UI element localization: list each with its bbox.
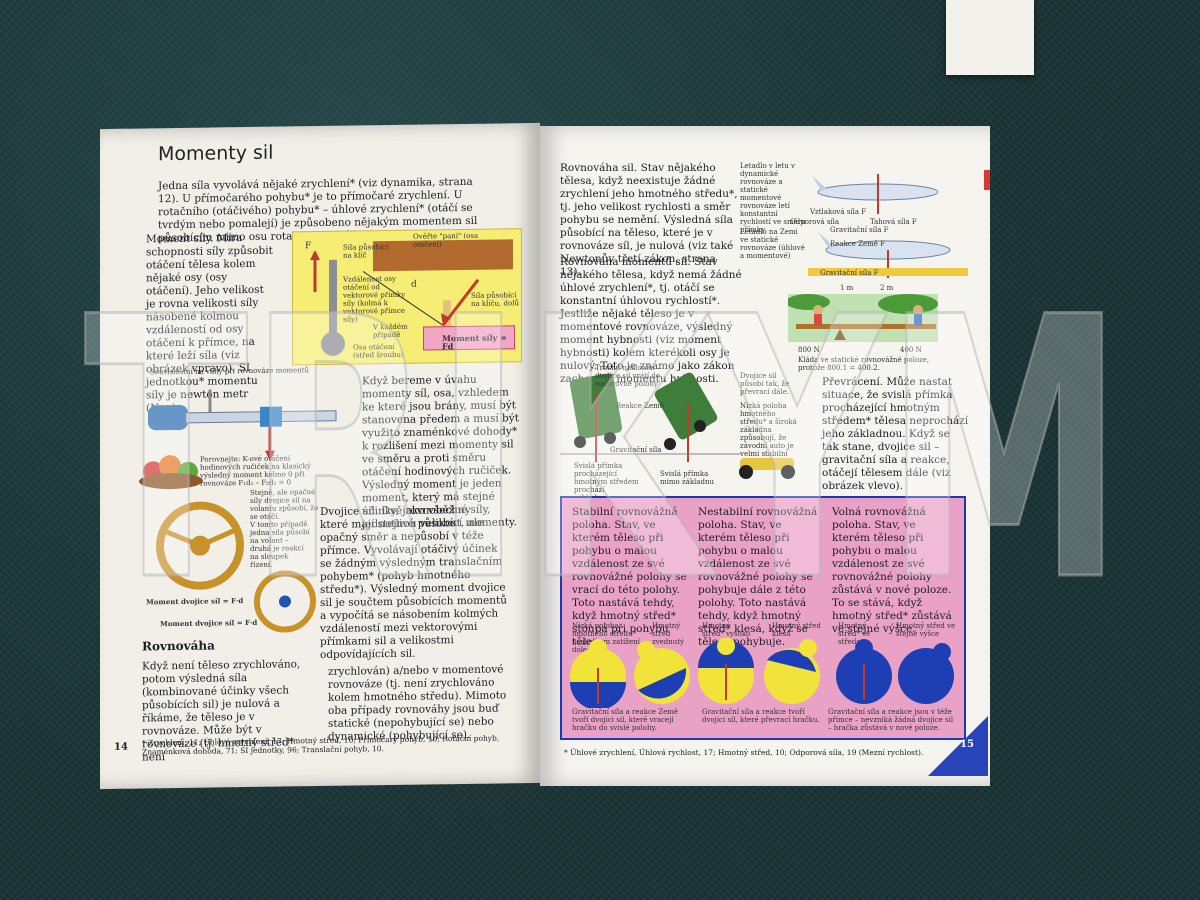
prevraceni-text: Převrácení. Může nastat situace, že svis… [822,376,969,492]
label-sila-pusobici: Síla působící na klíču, dolů [471,291,519,308]
plane1-label-1: Odporová síla [790,218,840,226]
label-f: F [305,241,312,252]
wrench-svg [310,239,513,356]
car-label-2: Gravitační síla [610,446,662,454]
wrench-diagram: Ověřte "paní" (osa otáčení) Síla působíc… [292,228,522,366]
steering-wheel-small [254,570,316,633]
stability-box: Stabilní rovnovážná poloha. Stav, ve kte… [560,496,966,740]
seesaw-label-1: 2 m [880,284,894,292]
right-page: Rovnováha sil. Stav nějakého tělesa, kdy… [540,126,990,786]
plane1-label-0: Vztlaková síla F [810,208,867,216]
volna-text: Volná rovnovážná poloha. Stav, ve kterém… [832,506,952,635]
wheel-note2: V tomto případě jedna síla působí na vol… [250,520,310,569]
ball-label-5: Hmotný střed ve stejné výšce [896,622,956,638]
plane1-caption: Letadlo v letu v dynamické rovnováze a s… [740,162,806,234]
car-label-0: Trochu nakloněn – dvojice sil vrátí do v… [595,364,661,388]
ball-caption-2: Gravitační síla a reakce jsou v téže pří… [828,708,954,732]
nestabilni-text: Nestabilní rovnovážná poloha. Stav, ve k… [698,506,818,648]
left-page: Momenty sil Jedna síla vyvolává nějaké z… [100,122,540,790]
label-sila: Síla působící na klíč [343,243,389,260]
stabilni-text: Stabilní rovnovážná poloha. Stav, ve kte… [572,506,687,648]
fruit-bowl [139,455,203,490]
moment-dvojice-1: Moment dvojice síl = F·d [146,596,244,607]
moment-dvojice-2: Moment dvojice síl = F·d [160,617,258,629]
label-vzdalenost: Vzdálenost osy otáčení od vektorové přím… [343,274,406,324]
corner-triangle [928,716,988,776]
rovnovaha-sil-text: Rovnováha sil. Stav nějakého tělesa, kdy… [560,162,738,278]
dvojice-text: Dvojice sil. Dvě rovnoběžné síly, které … [320,503,508,661]
seesaw-label-2: 800 N [798,346,820,354]
plane-flying [812,174,939,214]
moment-formula: Moment síly = Fd [442,332,507,352]
scale-illustration [148,389,337,461]
plane1-label-2: Tahová síla F [870,218,917,226]
ball-caption-0: Gravitační síla a reakce Země tvoří dvoj… [572,708,679,732]
page-number-right: 15 [960,739,974,750]
seesaw-label-0: 1 m [840,284,854,292]
plane1-label-3: Gravitační síla F [830,226,889,234]
stability-balls [570,638,954,708]
footnote-left: * Zrychlení, 11; Úhlové zrychlení, 17; H… [142,733,500,757]
label-d: d [411,279,417,290]
moment-formula-box: Moment síly = Fd [423,325,515,352]
rovnovaha-heading: Rovnováha [142,638,215,654]
ball-label-4: Hmotný střed* ve středu [838,622,871,646]
plane2-label-0: Reakce Země F [830,240,885,248]
label-osa: Osa otáčení (střed šroubu) [353,342,404,360]
plane-ground [808,232,968,278]
seesaw-caption: Kláda ve statické rovnovážné poloze, pro… [798,356,930,372]
rovnovaha-cont-text: zrychlován) a/nebo v momentové rovnováze… [328,663,507,743]
ball-label-3: Hmotný střed klesá [772,622,821,638]
tipping-cars [560,372,740,462]
plane2-caption: Letadlo na Zemi ve statické rovnováze (ú… [740,228,805,260]
label-overlay: Ověřte "paní" (osa otáčení) [413,231,479,249]
ball-label-2: Hmotný střed* vysoko [702,622,751,638]
page-edge-tab [984,170,990,190]
page-title: Momenty sil [158,141,274,166]
plane2-label-1: Gravitační síla F [820,269,879,277]
scale-bottom-caption: Porovnejte: K-ové otáčení hodinových ruč… [200,454,311,488]
seesaw-illustration [788,294,938,342]
race-car [739,458,795,479]
scale-caption: Souvislostní na vahy při rovnováze momen… [150,366,310,377]
ball-label-0: Nízká poloha hmotného středu* nasledkem … [572,622,640,654]
car-label-4: Dvojice sil působí tak, že převrací dále… [740,372,790,396]
paper-scrap [946,0,1034,75]
car-label-6: Svislá přímka mimo základnu [660,470,714,486]
ball-caption-1: Gravitační síla a reakce tvoří dvojici s… [702,708,820,724]
steering-wheel-large [156,501,244,590]
footnote-right: * Úhlové zrychlení, Úhlová rychlost, 17;… [564,748,924,757]
ball-label-1: Hmotný střed zvednutý [652,622,685,646]
seesaw-label-3: 400 N [900,346,922,354]
page-number-left: 14 [114,741,128,753]
label-v-kazdem: V každém případě [373,322,408,340]
rovnovaha-momentu-text: Rovnováha momentů sil. Stav nějakého těl… [560,256,742,385]
open-book: Momenty sil Jedna síla vyvolává nějaké z… [100,122,992,790]
car-label-1: Reakce Země [616,402,664,410]
wheel-note: Stejně, ale opačné síly dvojice sil na v… [250,488,319,521]
car-label-5: Nízká poloha hmotného středu* a široká z… [740,402,797,458]
